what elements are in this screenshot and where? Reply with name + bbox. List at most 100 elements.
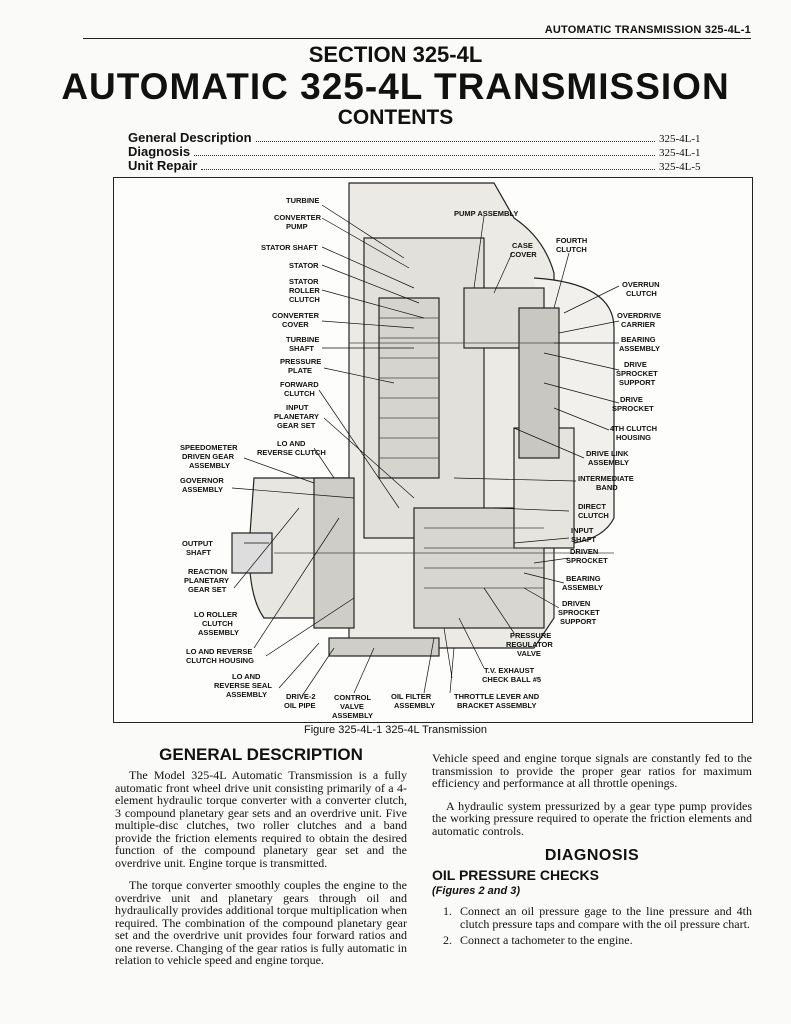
toc-entry[interactable]: Diagnosis 325-4L-1 bbox=[128, 144, 713, 159]
label-reaction-planetary: REACTION bbox=[188, 567, 227, 576]
label-direct-clutch: DIRECT bbox=[578, 502, 606, 511]
label-overrun-clutch: OVERRUN bbox=[622, 280, 660, 289]
label-output-shaft: SHAFT bbox=[186, 548, 211, 557]
toc-entry[interactable]: General Description 325-4L-1 bbox=[128, 130, 713, 145]
transmission-cutaway-drawing: TURBINE CONVERTER PUMP STATOR SHAFT STAT… bbox=[180, 182, 661, 720]
label-overdrive-carrier: OVERDRIVE bbox=[617, 311, 661, 320]
label-case-cover: COVER bbox=[510, 250, 537, 259]
toc-leader bbox=[194, 146, 655, 156]
step-number: 2. bbox=[443, 933, 452, 947]
toc-label: Diagnosis bbox=[128, 144, 191, 159]
label-lo-roller-clutch: LO ROLLER bbox=[194, 610, 238, 619]
label-tv-exhaust: CHECK BALL #5 bbox=[482, 675, 541, 684]
label-lo-reverse-seal: REVERSE SEAL bbox=[214, 681, 272, 690]
label-intermediate-band: INTERMEDIATE bbox=[578, 474, 634, 483]
paragraph: The Model 325-4L Automatic Transmission … bbox=[115, 768, 407, 870]
toc-label: Unit Repair bbox=[128, 158, 198, 173]
label-tv-exhaust: T.V. EXHAUST bbox=[484, 666, 535, 675]
label-converter-cover: COVER bbox=[282, 320, 309, 329]
label-bearing-assembly-2: BEARING bbox=[566, 574, 601, 583]
label-oil-filter: OIL FILTER bbox=[391, 692, 432, 701]
label-input-shaft: SHAFT bbox=[571, 535, 596, 544]
toc-label: General Description bbox=[128, 130, 252, 145]
toc-page: 325-4L-1 bbox=[659, 133, 701, 145]
label-fourth-clutch-housing: 4TH CLUTCH bbox=[610, 424, 657, 433]
leader-lines bbox=[231, 204, 620, 697]
label-direct-clutch: CLUTCH bbox=[578, 511, 609, 520]
label-input-planetary: PLANETARY bbox=[274, 412, 319, 421]
label-speedometer: ASSEMBLY bbox=[189, 461, 230, 470]
label-drive-sprocket-support: SUPPORT bbox=[619, 378, 656, 387]
label-stator: STATOR bbox=[289, 261, 319, 270]
label-input-shaft: INPUT bbox=[571, 526, 594, 535]
label-forward-clutch: FORWARD bbox=[280, 380, 319, 389]
label-throttle-lever: THROTTLE LEVER AND bbox=[454, 692, 540, 701]
label-bearing-assembly: ASSEMBLY bbox=[619, 344, 660, 353]
label-drive2-oil-pipe: OIL PIPE bbox=[284, 701, 316, 710]
label-throttle-lever: BRACKET ASSEMBLY bbox=[457, 701, 536, 710]
label-bearing-assembly-2: ASSEMBLY bbox=[562, 583, 603, 592]
toc-entry[interactable]: Unit Repair 325-4L-5 bbox=[128, 158, 713, 173]
label-speedometer: DRIVEN GEAR bbox=[182, 452, 235, 461]
contents-heading: CONTENTS bbox=[337, 106, 454, 129]
label-speedometer: SPEEDOMETER bbox=[180, 443, 238, 452]
label-drive2-oil-pipe: DRIVE-2 bbox=[286, 692, 316, 701]
transmission-figure: TURBINE CONVERTER PUMP STATOR SHAFT STAT… bbox=[113, 177, 753, 723]
label-intermediate-band: BAND bbox=[596, 483, 618, 492]
label-drive-sprocket: SPROCKET bbox=[612, 404, 654, 413]
label-lo-roller-clutch: CLUTCH bbox=[202, 619, 233, 628]
label-fourth-clutch: FOURTH bbox=[556, 236, 587, 245]
step-list: 1. Connect an oil pressure gage to the l… bbox=[432, 905, 752, 947]
label-driven-sprocket: SPROCKET bbox=[566, 556, 608, 565]
toc-leader bbox=[255, 132, 655, 142]
label-drive-sprocket-support: SPROCKET bbox=[616, 369, 658, 378]
running-title: AUTOMATIC TRANSMISSION 325-4L-1 bbox=[544, 24, 751, 36]
list-item: 1. Connect an oil pressure gage to the l… bbox=[432, 905, 752, 930]
label-turbine: TURBINE bbox=[286, 196, 319, 205]
label-pressure-regulator: PRESSURE bbox=[510, 631, 551, 640]
page-title: AUTOMATIC 325-4L TRANSMISSION bbox=[61, 66, 730, 107]
label-lo-reverse-housing: CLUTCH HOUSING bbox=[186, 656, 254, 665]
header-rule bbox=[83, 38, 751, 39]
label-input-planetary: GEAR SET bbox=[277, 421, 316, 430]
label-control-valve: VALVE bbox=[340, 702, 364, 711]
label-pump-assembly: PUMP ASSEMBLY bbox=[454, 209, 518, 218]
label-drive-sprocket: DRIVE bbox=[620, 395, 643, 404]
label-forward-clutch: CLUTCH bbox=[284, 389, 315, 398]
list-item: 2. Connect a tachometer to the engine. bbox=[432, 934, 752, 947]
paragraph: The torque converter smoothly couples th… bbox=[115, 878, 407, 967]
diagnosis-heading: DIAGNOSIS bbox=[544, 847, 640, 864]
label-overrun-clutch: CLUTCH bbox=[626, 289, 657, 298]
figures-reference: (Figures 2 and 3) bbox=[432, 885, 521, 897]
paragraph: Vehicle speed and engine torque signals … bbox=[432, 751, 752, 790]
label-output-shaft: OUTPUT bbox=[182, 539, 213, 548]
label-reaction-planetary: PLANETARY bbox=[184, 576, 229, 585]
label-driven-sprocket-support: SPROCKET bbox=[558, 608, 600, 617]
step-text: Connect a tachometer to the engine. bbox=[460, 933, 633, 947]
toc-page: 325-4L-1 bbox=[659, 147, 701, 159]
label-pressure-regulator: VALVE bbox=[517, 649, 541, 658]
cutaway-body bbox=[231, 182, 615, 657]
oil-pressure-heading: OIL PRESSURE CHECKS bbox=[432, 867, 599, 883]
label-converter-pump: CONVERTER bbox=[274, 213, 322, 222]
label-pressure-regulator: REGULATOR bbox=[506, 640, 553, 649]
label-lo-reverse-clutch: LO AND bbox=[277, 439, 306, 448]
label-driven-sprocket-support: DRIVEN bbox=[562, 599, 590, 608]
label-lo-roller-clutch: ASSEMBLY bbox=[198, 628, 239, 637]
label-control-valve: ASSEMBLY bbox=[332, 711, 373, 720]
label-governor: ASSEMBLY bbox=[182, 485, 223, 494]
label-stator-roller: CLUTCH bbox=[289, 295, 320, 304]
label-overdrive-carrier: CARRIER bbox=[621, 320, 656, 329]
label-oil-filter: ASSEMBLY bbox=[394, 701, 435, 710]
label-lo-reverse-clutch: REVERSE CLUTCH bbox=[257, 448, 326, 457]
section-title: SECTION 325-4L bbox=[308, 42, 483, 67]
figure-caption: Figure 325-4L-1 325-4L Transmission bbox=[303, 724, 488, 736]
label-fourth-clutch-housing: HOUSING bbox=[616, 433, 651, 442]
label-drive-sprocket-support: DRIVE bbox=[624, 360, 647, 369]
label-turbine-shaft: TURBINE bbox=[286, 335, 319, 344]
left-column: GENERAL DESCRIPTION The Model 325-4L Aut… bbox=[115, 745, 407, 977]
table-of-contents: General Description 325-4L-1 Diagnosis 3… bbox=[128, 130, 713, 173]
label-bearing-assembly: BEARING bbox=[621, 335, 656, 344]
label-driven-sprocket: DRIVEN bbox=[570, 547, 598, 556]
paragraph: A hydraulic system pressurized by a gear… bbox=[432, 798, 752, 838]
